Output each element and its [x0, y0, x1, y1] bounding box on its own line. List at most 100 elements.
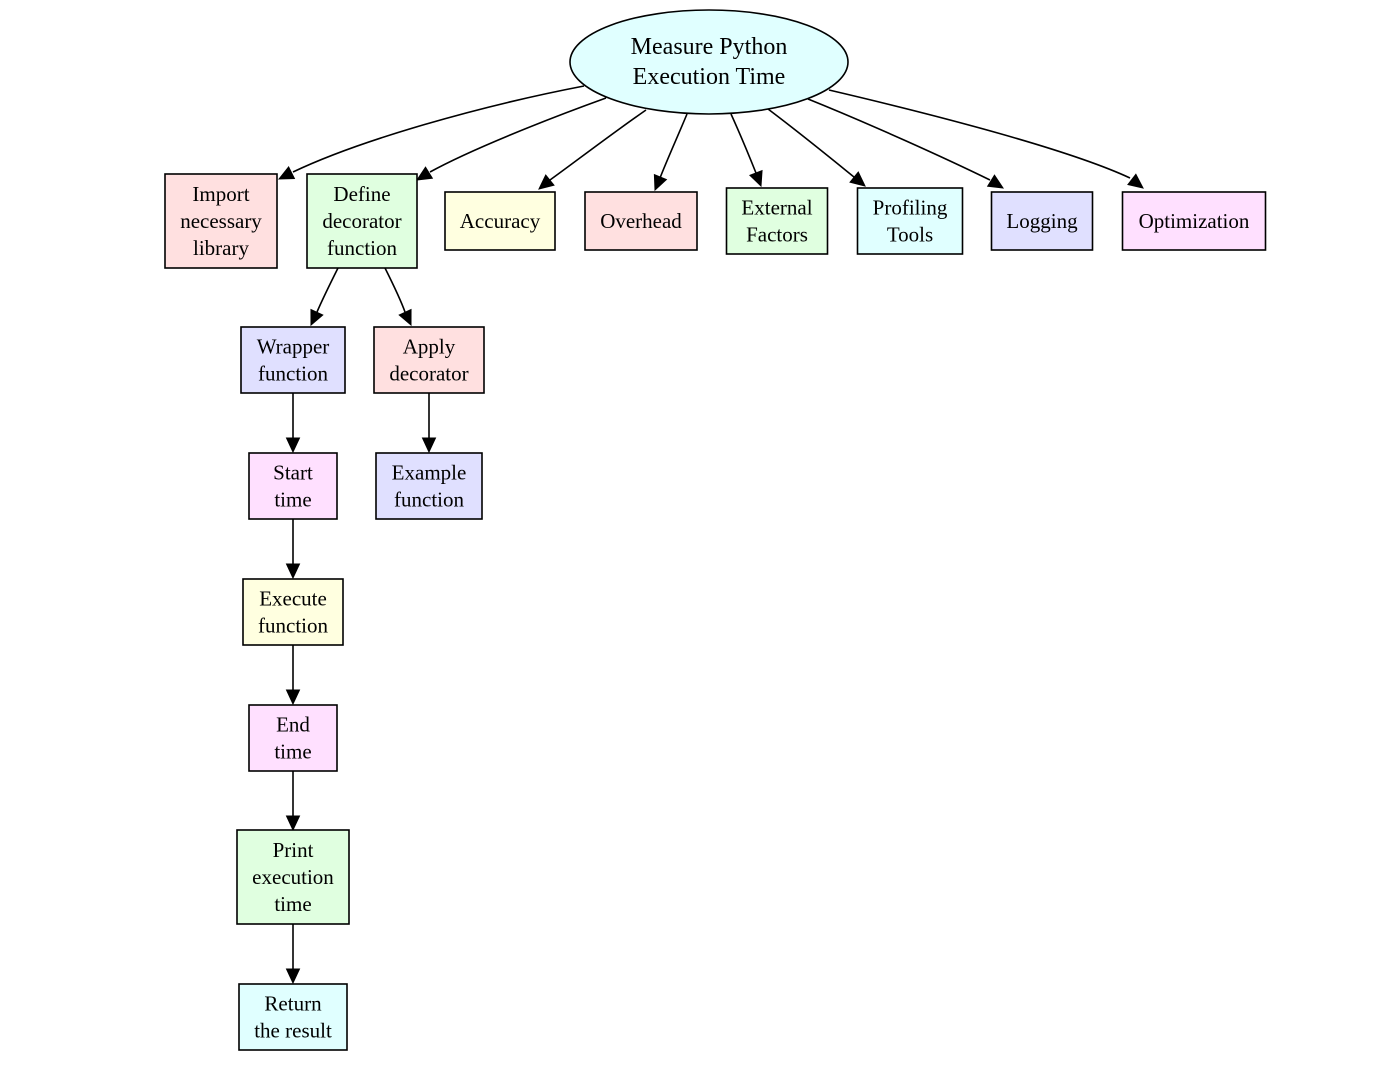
node-optimization: Optimization — [1121, 191, 1267, 251]
arrowhead-icon — [653, 173, 668, 192]
node-accuracy: Accuracy — [444, 191, 556, 251]
arrowhead-icon — [986, 174, 1005, 189]
node-label-line: Apply — [403, 335, 456, 359]
node-box — [584, 191, 698, 251]
node-label-line: Example — [392, 461, 467, 485]
edge-line — [316, 267, 339, 313]
edge-line — [659, 113, 688, 179]
node-execute: Execute function — [242, 578, 344, 646]
node-label-line: function — [394, 488, 464, 512]
node-label-line: Execution Time — [633, 64, 786, 90]
node-return: Return the result — [238, 983, 348, 1051]
node-label-line: External — [741, 196, 812, 220]
node-box — [240, 326, 346, 394]
node-box — [306, 173, 418, 269]
node-label-line: execution — [252, 865, 334, 889]
arrowhead-icon — [285, 563, 301, 580]
edge-line — [730, 113, 757, 174]
node-box — [725, 187, 829, 255]
node-box — [990, 191, 1094, 251]
edge-define-to-apply — [384, 267, 412, 327]
node-label-line: Optimization — [1139, 209, 1250, 233]
node-label-line: decorator — [389, 362, 468, 386]
node-box — [375, 452, 483, 520]
edge-line — [828, 89, 1131, 179]
node-label-line: Import — [192, 182, 249, 206]
edge-root-to-profiling — [767, 108, 866, 187]
node-label-line: Execute — [259, 587, 327, 611]
node-label-line: End — [276, 713, 310, 737]
arrowhead-icon — [538, 174, 555, 190]
edge-root-to-optimization — [828, 89, 1144, 189]
node-label-line: Accuracy — [460, 209, 541, 233]
node-box — [164, 173, 278, 269]
node-print: Print execution time — [236, 829, 350, 925]
node-label-line: necessary — [180, 209, 262, 233]
edge-root-to-overhead — [653, 113, 688, 192]
edge-print-to-return — [285, 924, 301, 985]
node-box — [248, 704, 338, 772]
arrowhead-icon — [285, 968, 301, 985]
edge-root-to-import — [277, 85, 585, 180]
arrowhead-icon — [398, 308, 412, 327]
node-box — [373, 326, 485, 394]
node-label-line: Overhead — [600, 209, 682, 233]
arrowhead-icon — [285, 437, 301, 454]
edge-root-to-logging — [807, 98, 1005, 189]
node-label-line: time — [274, 892, 311, 916]
node-wrapper: Wrapper function — [240, 326, 346, 394]
node-label-line: the result — [254, 1019, 332, 1043]
node-label-line: Define — [333, 182, 390, 206]
arrowhead-icon — [310, 308, 324, 327]
edge-line — [549, 109, 647, 181]
node-define: Define decorator function — [306, 173, 418, 269]
node-label-line: Return — [264, 992, 322, 1016]
node-label-line: function — [258, 362, 328, 386]
edge-line — [429, 97, 607, 173]
arrowhead-icon — [748, 169, 763, 188]
edge-root-to-define — [415, 97, 607, 181]
edge-define-to-wrapper — [310, 267, 339, 327]
node-label-line: function — [327, 236, 397, 260]
edge-execute-to-end — [285, 645, 301, 706]
arrowhead-icon — [277, 166, 296, 180]
edge-end-to-print — [285, 771, 301, 832]
arrowhead-icon — [415, 166, 434, 181]
node-label-line: Print — [273, 838, 314, 862]
edge-line — [292, 85, 585, 173]
edge-line — [384, 267, 406, 313]
node-label-line: Tools — [887, 223, 933, 247]
edge-apply-to-example — [421, 393, 437, 454]
node-label-line: time — [274, 488, 311, 512]
node-start: Start time — [248, 452, 338, 520]
edge-line — [767, 108, 855, 178]
edge-layer — [277, 85, 1144, 985]
node-box — [444, 191, 556, 251]
edge-start-to-execute — [285, 519, 301, 580]
node-import: Import necessary library — [164, 173, 278, 269]
arrowhead-icon — [285, 689, 301, 706]
arrowhead-icon — [849, 171, 866, 187]
node-box — [1121, 191, 1267, 251]
node-example: Example function — [375, 452, 483, 520]
edge-line — [807, 98, 991, 181]
arrowhead-icon — [421, 437, 437, 454]
node-label-line: Factors — [746, 223, 808, 247]
edge-wrapper-to-start — [285, 393, 301, 454]
node-label-line: decorator — [322, 209, 401, 233]
node-box — [238, 983, 348, 1051]
node-box — [236, 829, 350, 925]
node-ellipse — [569, 9, 849, 115]
node-label-line: Wrapper — [257, 335, 330, 359]
node-overhead: Overhead — [584, 191, 698, 251]
node-label-line: Start — [273, 461, 313, 485]
node-box — [242, 578, 344, 646]
node-label-line: library — [193, 236, 249, 260]
arrowhead-icon — [1127, 173, 1144, 189]
node-label-line: function — [258, 614, 328, 638]
node-label-line: Logging — [1006, 209, 1078, 233]
